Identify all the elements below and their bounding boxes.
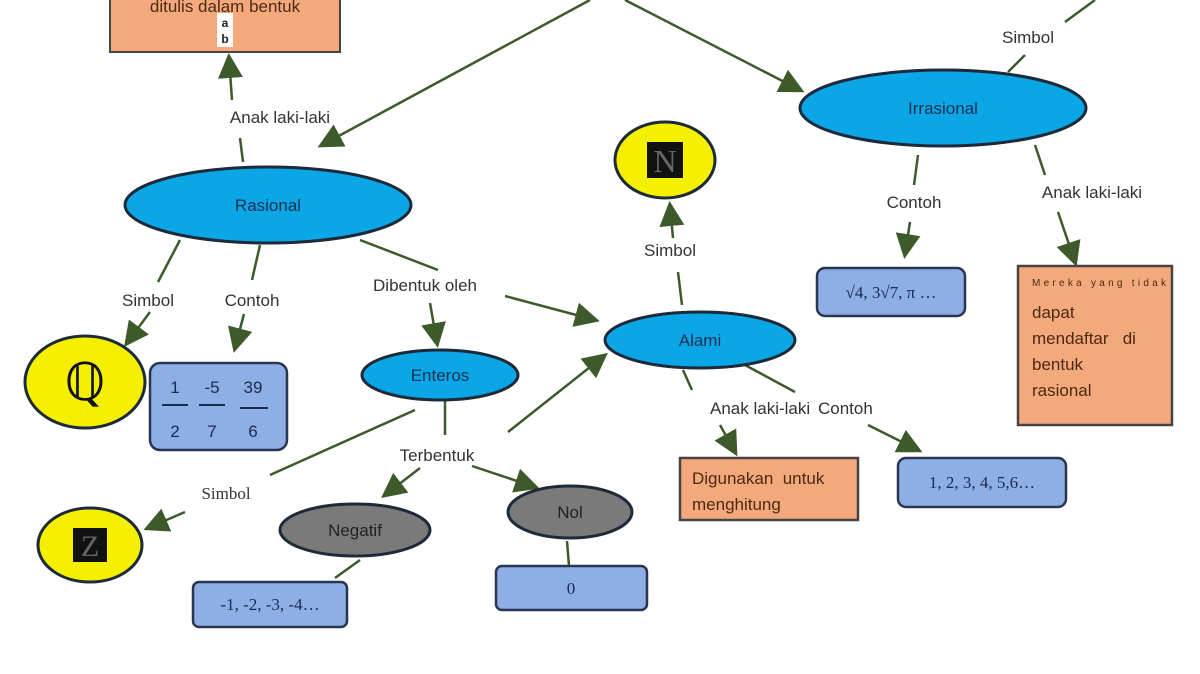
alami-desc-line-2: menghitung bbox=[692, 495, 781, 514]
alami-example-text: 1, 2, 3, 4, 5,6… bbox=[929, 473, 1035, 492]
label-simbol-alami: Simbol bbox=[644, 241, 696, 260]
alami-example-box bbox=[896, 456, 1068, 509]
alami-label: Alami bbox=[679, 331, 722, 350]
fraction-1-den: 2 bbox=[170, 422, 179, 441]
negatif-label: Negatif bbox=[328, 521, 382, 540]
nol-label: Nol bbox=[557, 503, 583, 522]
irrasional-desc-line-4: rasional bbox=[1032, 381, 1092, 400]
irrasional-node bbox=[798, 68, 1088, 148]
fraction-2-den: 7 bbox=[207, 422, 216, 441]
nol-example-text: 0 bbox=[567, 579, 576, 598]
label-contoh-alami: Contoh bbox=[818, 399, 873, 418]
enteros-node bbox=[360, 348, 520, 402]
irrasional-example-box bbox=[815, 266, 967, 318]
irrasional-desc-box bbox=[1016, 264, 1174, 427]
fraction-1-num: 1 bbox=[170, 378, 179, 397]
label-terbentuk: Terbentuk bbox=[400, 446, 475, 465]
label-contoh-irrasional: Contoh bbox=[887, 193, 942, 212]
negatif-node bbox=[278, 502, 432, 558]
rasional-node bbox=[123, 165, 413, 245]
top-box-text: ditulis dalam bentuk bbox=[150, 0, 301, 16]
enteros-label: Enteros bbox=[411, 366, 470, 385]
label-simbol-enteros: Simbol bbox=[201, 484, 250, 503]
label-simbol-rasional: Simbol bbox=[122, 291, 174, 310]
integer-symbol-icon bbox=[73, 528, 107, 562]
nol-example-box bbox=[494, 564, 649, 612]
fraction-numerator: a bbox=[222, 16, 229, 30]
fraction-denominator: b bbox=[221, 32, 228, 46]
rational-symbol-text: ℚ bbox=[65, 355, 106, 412]
natural-symbol-icon bbox=[647, 142, 683, 178]
alami-desc-line-1: Digunakan untuk bbox=[692, 469, 825, 488]
label-anak-alami: Anak laki-laki bbox=[710, 399, 810, 418]
irrasional-desc-line-2: mendaftar di bbox=[1032, 329, 1136, 348]
nol-node bbox=[506, 484, 634, 540]
irrasional-label: Irrasional bbox=[908, 99, 978, 118]
fraction-3-num: 39 bbox=[244, 378, 263, 397]
fraction-3-den: 6 bbox=[248, 422, 257, 441]
label-contoh-rasional: Contoh bbox=[225, 291, 280, 310]
negatif-example-text: -1, -2, -3, -4… bbox=[220, 595, 319, 614]
irrasional-desc-line-3: bentuk bbox=[1032, 355, 1084, 374]
label-dibentuk-oleh: Dibentuk oleh bbox=[373, 276, 477, 295]
alami-desc-box bbox=[678, 456, 860, 522]
rasional-label: Rasional bbox=[235, 196, 301, 215]
irrasional-example-text: √4, 3√7, π … bbox=[846, 283, 937, 302]
label-anak-rasional: Anak laki-laki bbox=[230, 108, 330, 127]
top-definition-box: ditulis dalam bentuk a b bbox=[109, 0, 341, 53]
natural-symbol-text: N bbox=[653, 143, 676, 179]
rational-symbol-circle bbox=[23, 334, 147, 430]
irrasional-desc-line-1: dapat bbox=[1032, 303, 1075, 322]
rasional-example-box bbox=[148, 361, 289, 452]
label-anak-irrasional: Anak laki-laki bbox=[1042, 183, 1142, 202]
label-simbol-irrasional: Simbol bbox=[1002, 28, 1054, 47]
alami-node bbox=[603, 310, 797, 370]
integer-symbol-text: Z bbox=[81, 530, 99, 563]
irrasional-desc-small: Mereka yang tidak bbox=[1032, 278, 1167, 289]
fraction-2-num: -5 bbox=[204, 378, 219, 397]
connectors bbox=[124, 0, 1096, 580]
negatif-example-box bbox=[191, 580, 349, 629]
